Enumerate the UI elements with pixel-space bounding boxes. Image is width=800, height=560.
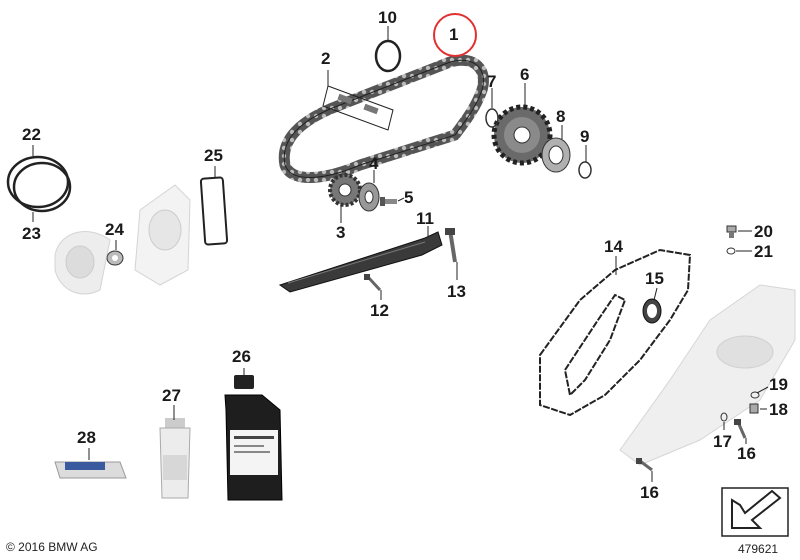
callout-6[interactable]: 6 <box>520 65 530 84</box>
shaft-seal-15[interactable] <box>642 298 662 324</box>
callout-8[interactable]: 8 <box>556 107 566 126</box>
callout-15[interactable]: 15 <box>645 269 664 288</box>
o-ring-10[interactable] <box>374 39 402 73</box>
washer-19[interactable] <box>750 391 760 399</box>
plug-18[interactable] <box>749 403 759 414</box>
callout-18[interactable]: 18 <box>769 400 788 419</box>
callout-12[interactable]: 12 <box>370 301 389 320</box>
ring-9[interactable] <box>578 161 592 179</box>
gasket-25[interactable] <box>199 176 229 246</box>
sprocket-6[interactable] <box>491 104 553 166</box>
selected-callout-ring <box>433 13 477 57</box>
callout-17[interactable]: 17 <box>713 432 732 451</box>
callout-11[interactable]: 11 <box>416 209 434 228</box>
callout-16-lower[interactable]: 16 <box>640 483 659 502</box>
seal-24[interactable] <box>106 250 124 266</box>
sprocket-3[interactable] <box>328 173 362 207</box>
bolt-13[interactable] <box>445 228 457 263</box>
callout-23[interactable]: 23 <box>22 224 41 243</box>
oil-bottle-26[interactable] <box>224 375 283 501</box>
callout-16-upper[interactable]: 16 <box>737 444 756 463</box>
callout-19[interactable]: 19 <box>769 375 788 394</box>
callout-5[interactable]: 5 <box>404 188 414 207</box>
hub-8[interactable] <box>541 137 571 173</box>
callout-22[interactable]: 22 <box>22 125 41 144</box>
chain-link-detail[interactable] <box>322 70 394 131</box>
callout-26[interactable]: 26 <box>232 347 251 366</box>
callout-2[interactable]: 2 <box>321 49 331 68</box>
callout-3[interactable]: 3 <box>336 223 346 242</box>
small-tube-28[interactable] <box>54 461 127 479</box>
circlip-7[interactable] <box>485 108 499 128</box>
paste-tube-27[interactable] <box>159 418 191 499</box>
callout-1[interactable]: 1 <box>449 25 459 44</box>
callout-20[interactable]: 20 <box>754 222 773 241</box>
copyright-text: © 2016 BMW AG <box>6 540 98 554</box>
callout-28[interactable]: 28 <box>77 428 96 447</box>
callout-27[interactable]: 27 <box>162 386 181 405</box>
washer-17[interactable] <box>720 412 728 422</box>
bracket-housing-left <box>54 184 191 295</box>
timing-cover <box>619 284 796 466</box>
screw-5[interactable] <box>380 197 397 206</box>
callout-13[interactable]: 13 <box>447 282 466 301</box>
screw-20[interactable] <box>726 225 737 238</box>
diagram-id: 479621 <box>738 542 779 556</box>
tensioner-rail-11[interactable] <box>278 231 443 293</box>
timing-chain[interactable] <box>278 54 489 183</box>
washer-21[interactable] <box>726 247 736 255</box>
callout-24[interactable]: 24 <box>105 220 124 239</box>
bolt-16-upper[interactable] <box>734 419 747 439</box>
callout-4[interactable]: 4 <box>369 154 379 173</box>
arrow-corner-icon[interactable] <box>721 487 789 537</box>
callout-7[interactable]: 7 <box>487 72 497 91</box>
callout-9[interactable]: 9 <box>580 127 590 146</box>
callout-14[interactable]: 14 <box>604 237 623 256</box>
callout-10[interactable]: 10 <box>378 8 397 27</box>
callout-25[interactable]: 25 <box>204 146 223 165</box>
cover-gasket-14[interactable] <box>539 248 692 417</box>
bolt-16-lower[interactable] <box>636 458 653 472</box>
callout-21[interactable]: 21 <box>754 242 773 261</box>
washer-4[interactable] <box>358 182 380 212</box>
seal-rings-22-23[interactable] <box>6 155 72 213</box>
bolt-12[interactable] <box>364 274 382 292</box>
